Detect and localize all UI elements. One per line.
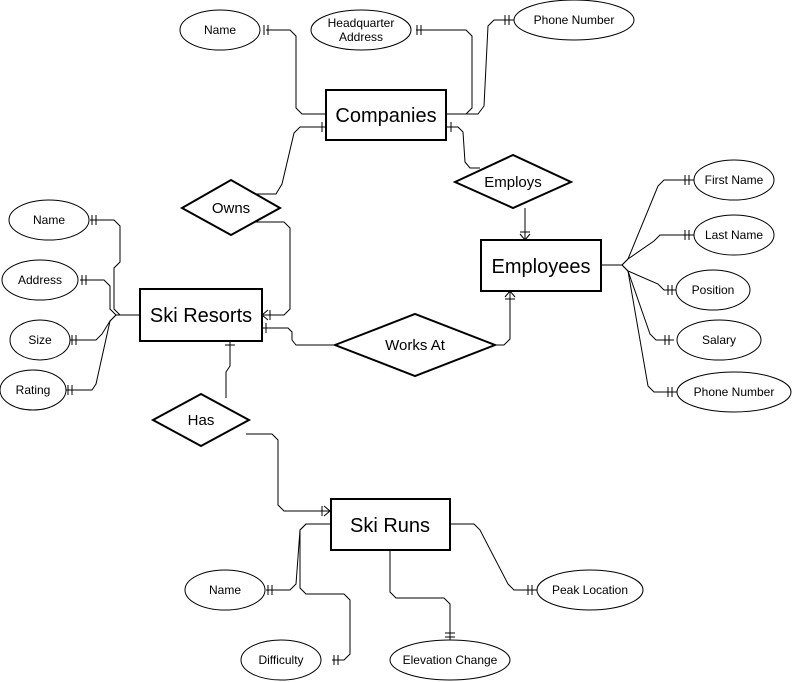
connector-resorts-worksat	[262, 327, 335, 346]
connector-resorts-rating	[66, 314, 140, 391]
attr-skiruns-name[interactable]: Name	[184, 569, 266, 611]
entity-ski-runs[interactable]: Ski Runs	[330, 498, 451, 551]
attr-label: Name	[209, 583, 241, 597]
mark-skiruns-name	[267, 585, 273, 595]
connector-employees-salary	[600, 264, 674, 341]
connector-companies-owns	[256, 126, 326, 195]
entity-ski-resorts[interactable]: Ski Resorts	[139, 288, 263, 342]
connector-has-skiruns	[246, 433, 330, 512]
connector-skiruns-name	[266, 523, 331, 591]
attr-label: Address	[18, 273, 62, 287]
relationship-works-at[interactable]: Works At	[332, 312, 498, 378]
entity-label-ski-runs: Ski Runs	[350, 515, 430, 537]
relationship-has[interactable]: Has	[150, 392, 252, 448]
attr-label: Position	[692, 283, 735, 297]
attr-label: Name	[204, 23, 236, 37]
mark-employees-firstname	[684, 175, 690, 185]
attr-employees-last-name[interactable]: Last Name	[693, 214, 775, 256]
mark-companies-name	[263, 25, 269, 35]
attr-skiruns-difficulty[interactable]: Difficulty	[240, 639, 322, 681]
mark-companies-phone	[504, 15, 510, 25]
entity-label-ski-resorts: Ski Resorts	[150, 305, 252, 327]
connector-resorts-has	[225, 341, 231, 398]
cardinality-marks	[67, 15, 690, 665]
mark-employees-position	[667, 285, 673, 295]
mark-resorts-address	[81, 275, 87, 285]
connector-worksat-employees	[495, 291, 511, 346]
attr-employees-first-name[interactable]: First Name	[693, 159, 775, 201]
attr-label: Phone Number	[694, 385, 775, 399]
attr-label: Rating	[16, 383, 51, 397]
attr-employees-salary[interactable]: Salary	[676, 319, 762, 361]
mark-companies-hq	[416, 25, 422, 35]
attr-resorts-name[interactable]: Name	[8, 199, 90, 241]
mark-resorts-rating	[67, 385, 73, 395]
attr-label: First Name	[705, 173, 764, 187]
relationship-label-has: Has	[188, 412, 215, 429]
attr-label-line1: Headquarter	[328, 16, 395, 30]
relationship-owns[interactable]: Owns	[179, 178, 283, 237]
attr-label: Peak Location	[552, 583, 628, 597]
attr-skiruns-peak-location[interactable]: Peak Location	[536, 569, 644, 611]
mark-skiruns-peak	[527, 585, 533, 595]
relationship-label-owns: Owns	[212, 200, 250, 217]
attr-companies-phone[interactable]: Phone Number	[513, 0, 635, 41]
entity-label-employees: Employees	[492, 256, 591, 278]
connector-resorts-size	[70, 314, 140, 341]
connectors	[66, 19, 694, 661]
mark-resorts-size	[71, 335, 77, 345]
mark-employees-salary	[664, 335, 670, 345]
connector-employees-phone	[600, 264, 677, 393]
connector-resorts-address	[80, 279, 140, 316]
attr-label: Salary	[702, 333, 736, 347]
attr-label-line2: Address	[339, 30, 383, 44]
attr-employees-phone[interactable]: Phone Number	[676, 371, 792, 413]
attr-label: Elevation Change	[403, 653, 498, 667]
connector-owns-resorts	[256, 221, 291, 316]
connector-skiruns-elevation	[389, 550, 451, 645]
attr-companies-hq-address[interactable]: Headquarter Address	[310, 9, 412, 51]
connector-companies-employs	[446, 126, 480, 169]
entity-employees[interactable]: Employees	[480, 239, 602, 292]
connector-resorts-name	[90, 219, 140, 316]
connector-companies-name	[266, 29, 326, 115]
attr-label: Difficulty	[258, 653, 303, 667]
attr-resorts-address[interactable]: Address	[1, 259, 79, 301]
mark-skiruns-elevation	[445, 632, 455, 638]
entity-companies[interactable]: Companies	[325, 89, 447, 141]
connector-employees-lastname	[600, 234, 694, 266]
attr-label: Last Name	[705, 228, 763, 242]
attr-skiruns-elevation-change[interactable]: Elevation Change	[389, 639, 511, 681]
connector-skiruns-peak	[450, 523, 537, 591]
attr-companies-name[interactable]: Name	[179, 9, 261, 51]
mark-resorts-name	[91, 215, 97, 225]
connector-companies-phone	[446, 19, 516, 115]
connector-skiruns-difficulty	[299, 523, 351, 661]
attr-resorts-size[interactable]: Size	[9, 319, 71, 361]
relationship-label-employs: Employs	[484, 174, 542, 191]
entity-label-companies: Companies	[335, 105, 436, 127]
connector-employees-position	[600, 264, 677, 291]
mark-skiruns-difficulty	[333, 655, 339, 665]
attr-label: Name	[33, 213, 65, 227]
mark-employees-lastname	[684, 230, 690, 240]
relationship-label-works-at: Works At	[385, 337, 446, 354]
connector-employees-firstname	[600, 179, 694, 266]
attr-label: Size	[28, 333, 52, 347]
attr-resorts-rating[interactable]: Rating	[0, 369, 67, 411]
mark-employees-phone	[667, 387, 673, 397]
attr-employees-position[interactable]: Position	[675, 269, 751, 311]
relationship-employs[interactable]: Employs	[452, 153, 574, 210]
attr-label: Phone Number	[534, 13, 615, 27]
